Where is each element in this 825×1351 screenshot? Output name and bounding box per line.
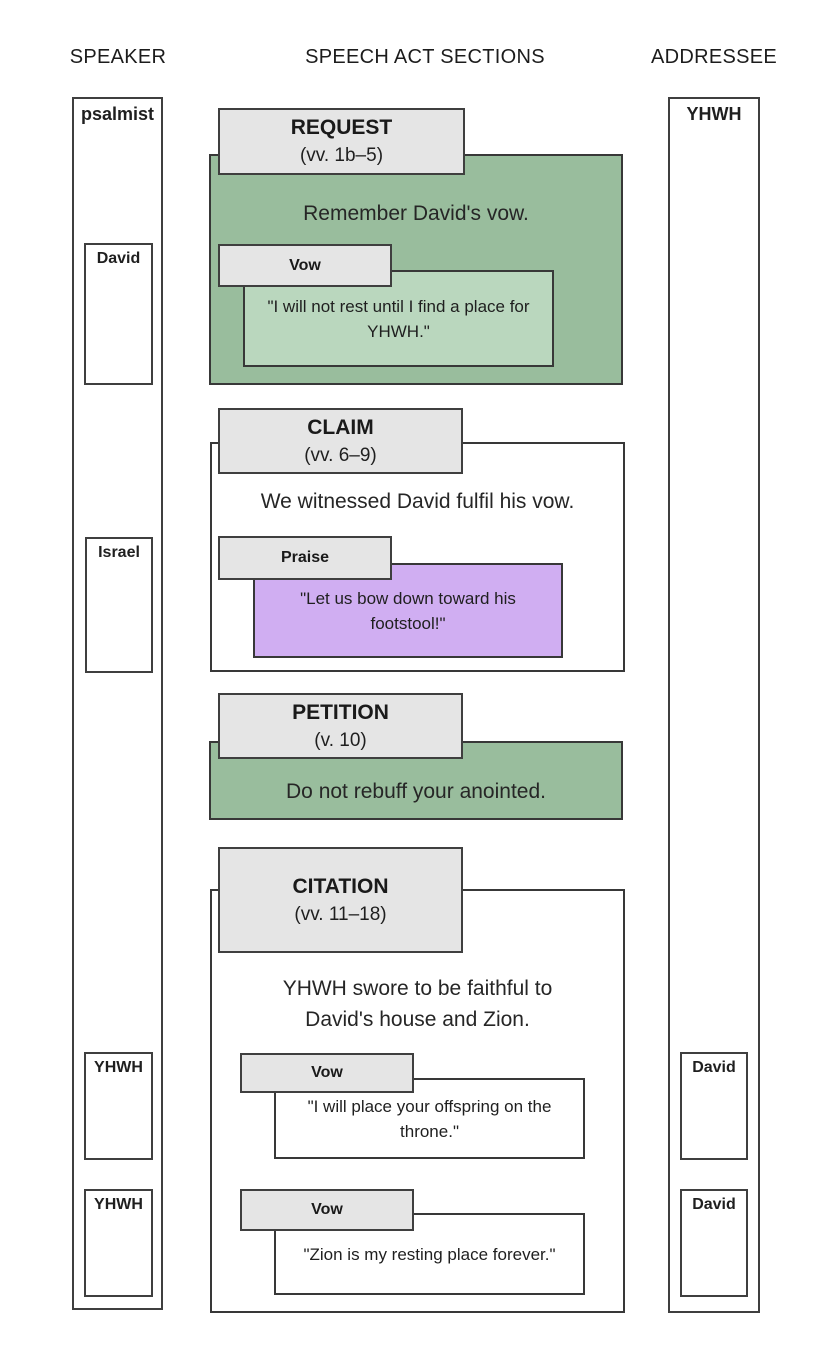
addressee-column-label: YHWH — [686, 104, 742, 124]
speaker-box-yhwh-1-label: YHWH — [94, 1059, 143, 1076]
speech-act-sections-header: SPEECH ACT SECTIONS — [305, 46, 545, 68]
claim-summary: We witnessed David fulfil his vow. — [260, 490, 575, 513]
request-vow-label: Vow — [218, 244, 392, 287]
petition-verses: (v. 10) — [314, 729, 367, 751]
request-section-header: REQUEST (vv. 1b–5) — [218, 108, 465, 175]
speaker-box-david: David — [84, 243, 153, 385]
speaker-box-yhwh-2-label: YHWH — [94, 1196, 143, 1213]
petition-title: PETITION — [292, 700, 389, 724]
citation-vow-1-label: Vow — [240, 1053, 414, 1093]
addressee-column-header: ADDRESSEE — [650, 46, 778, 68]
request-vow-label-text: Vow — [289, 256, 321, 274]
citation-vow-1-quote-text: "I will place your offspring on the thro… — [307, 1096, 552, 1141]
citation-vow-2-label: Vow — [240, 1189, 414, 1231]
claim-title: CLAIM — [307, 415, 374, 439]
speaker-box-yhwh-2: YHWH — [84, 1189, 153, 1297]
addressee-box-david-1-label: David — [692, 1059, 736, 1076]
speaker-column-label: psalmist — [80, 104, 155, 124]
addressee-box-david-2: David — [680, 1189, 748, 1297]
speaker-box-israel: Israel — [85, 537, 153, 673]
addressee-box-david-2-label: David — [692, 1196, 736, 1213]
citation-vow-2-label-text: Vow — [311, 1201, 343, 1218]
request-summary: Remember David's vow. — [303, 202, 529, 225]
claim-section-header: CLAIM (vv. 6–9) — [218, 408, 463, 474]
claim-verses: (vv. 6–9) — [304, 444, 377, 466]
speaker-box-david-label: David — [96, 250, 141, 267]
claim-praise-label: Praise — [218, 536, 392, 580]
speaker-box-yhwh-1: YHWH — [84, 1052, 153, 1160]
request-title: REQUEST — [290, 116, 393, 139]
citation-verses: (vv. 11–18) — [294, 903, 387, 925]
claim-praise-quote-text: "Let us bow down toward his footstool!" — [300, 588, 516, 633]
request-vow-quote-text: "I will not rest until I find a place fo… — [267, 296, 530, 341]
request-verses: (vv. 1b–5) — [299, 145, 384, 166]
citation-title: CITATION — [292, 874, 389, 898]
speaker-column-header: SPEAKER — [69, 46, 167, 68]
citation-section-header: CITATION (vv. 11–18) — [218, 847, 463, 953]
petition-section-header: PETITION (v. 10) — [218, 693, 463, 759]
citation-vow-1-label-text: Vow — [311, 1064, 343, 1081]
petition-summary: Do not rebuff your anointed. — [286, 780, 546, 803]
addressee-box-david-1: David — [680, 1052, 748, 1160]
speaker-box-israel-label: Israel — [98, 544, 140, 561]
claim-praise-label-text: Praise — [280, 549, 330, 566]
citation-summary: YHWH swore to be faithful to David's hou… — [282, 977, 553, 1031]
citation-vow-2-quote-text: "Zion is my resting place forever." — [303, 1244, 556, 1264]
